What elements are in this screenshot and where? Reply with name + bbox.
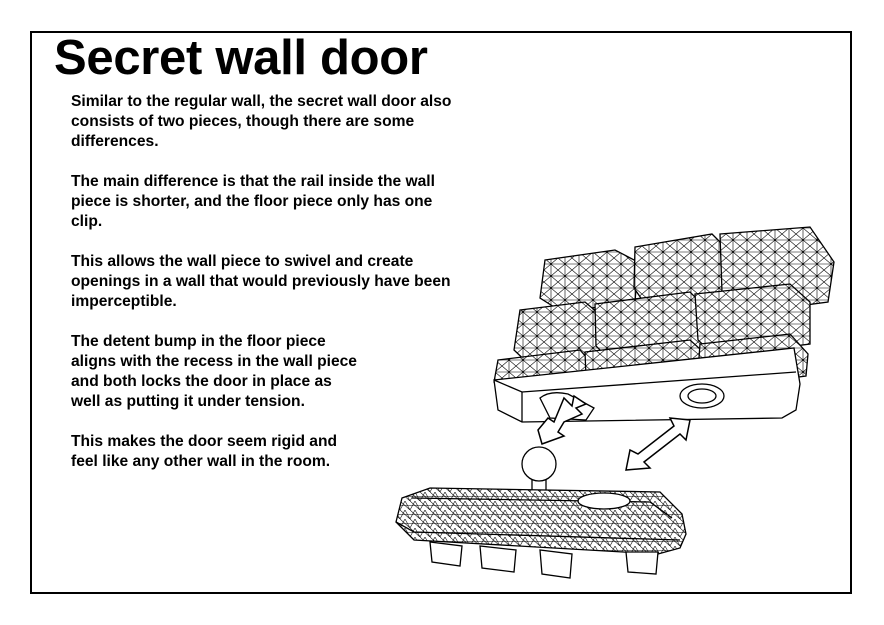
floor-piece — [395, 487, 687, 579]
wall-piece — [493, 226, 835, 423]
ball-stud — [521, 446, 557, 497]
page-title: Secret wall door — [54, 31, 428, 85]
paragraph-detent: The detent bump in the floor piece align… — [71, 333, 357, 410]
description-text: Similar to the regular wall, the secret … — [71, 92, 491, 492]
paragraph-intro: Similar to the regular wall, the secret … — [71, 93, 452, 150]
page-border — [30, 31, 852, 594]
swivel-arrows — [537, 394, 691, 471]
wall-door-illustration — [395, 226, 835, 579]
paragraph-rigid: This makes the door seem rigid and feel … — [71, 433, 338, 470]
paragraph-difference: The main difference is that the rail ins… — [71, 173, 435, 230]
paragraph-swivel: This allows the wall piece to swivel and… — [71, 253, 451, 310]
